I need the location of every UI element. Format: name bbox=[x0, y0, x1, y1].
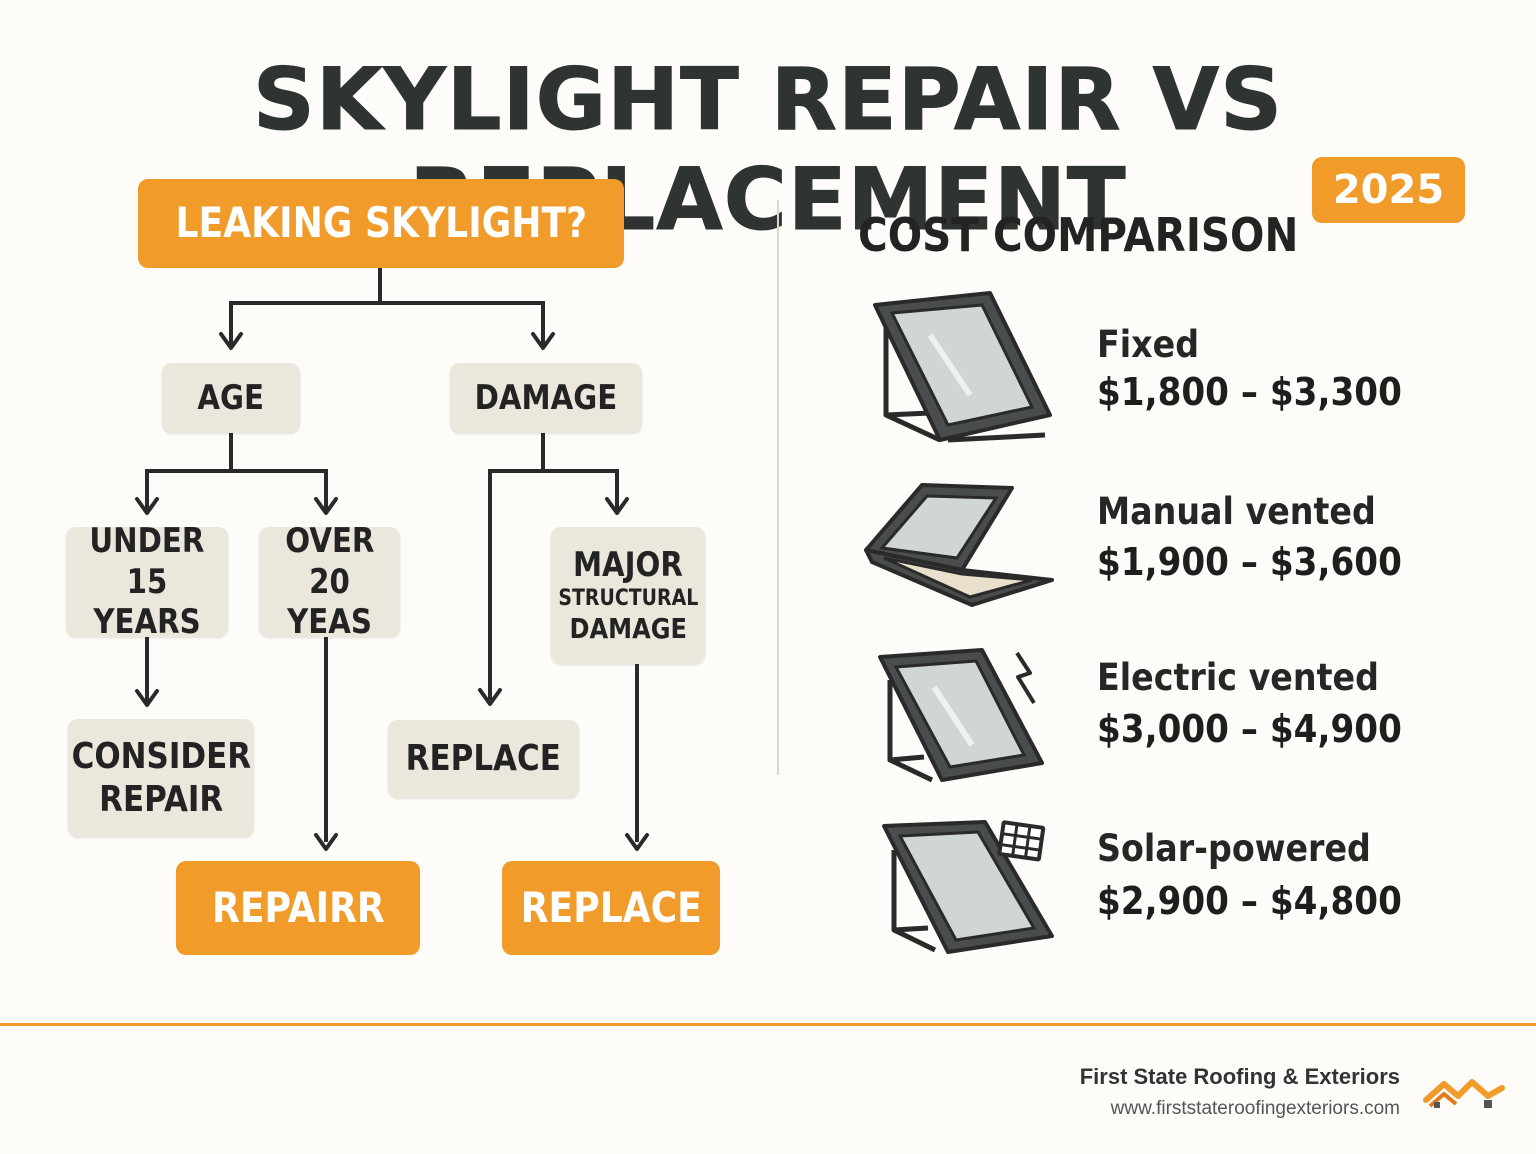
footer-divider bbox=[0, 1023, 1536, 1026]
consider-repair-box: CONSIDER REPAIR bbox=[68, 719, 254, 837]
manual-vented-skylight-icon bbox=[864, 483, 1054, 607]
replace-outcome-box: REPLACE bbox=[502, 861, 720, 955]
damage-box: DAMAGE bbox=[450, 363, 642, 433]
electric-vented-name: Electric vented bbox=[1097, 656, 1379, 699]
replace-outcome-label: REPLACE bbox=[520, 882, 702, 932]
consider-label-line1: CONSIDER bbox=[71, 735, 251, 777]
over-20-years-box: OVER 20 YEAS bbox=[259, 521, 400, 642]
electric-vented-price: $3,000 – $4,900 bbox=[1097, 707, 1402, 751]
solar-powered-price: $2,900 – $4,800 bbox=[1097, 879, 1402, 923]
company-website: www.firststateroofingexteriors.com bbox=[1110, 1098, 1400, 1119]
consider-label-line2: REPAIR bbox=[98, 779, 224, 820]
major-label-line2: STRUCTURAL bbox=[558, 585, 698, 611]
major-structural-damage-box: MAJOR STRUCTURAL DAMAGE bbox=[551, 527, 705, 664]
under-label-line2: 15 YEARS bbox=[93, 561, 201, 643]
electric-vented-skylight-icon bbox=[878, 648, 1044, 783]
company-logo-icon bbox=[1423, 1079, 1505, 1108]
under-15-years-box: UNDER 15 YEARS bbox=[66, 521, 228, 642]
over-label-line2: 20 YEAS bbox=[287, 561, 372, 643]
company-name: First State Roofing & Exteriors bbox=[1079, 1064, 1400, 1089]
solar-powered-name: Solar-powered bbox=[1097, 827, 1371, 870]
major-label-line3: DAMAGE bbox=[569, 612, 687, 646]
major-label-line1: MAJOR bbox=[572, 545, 683, 586]
section-divider bbox=[777, 200, 779, 775]
repair-outcome-box: REPAIRR bbox=[176, 861, 420, 955]
page-title: SKYLIGHT REPAIR VS REPLACEMENT bbox=[252, 50, 1284, 251]
over-label-line1: OVER bbox=[284, 520, 375, 561]
age-label: AGE bbox=[197, 377, 265, 418]
root-question-label: LEAKING SKYLIGHT? bbox=[175, 198, 587, 248]
under-label-line1: UNDER bbox=[89, 520, 205, 561]
year-badge: 2025 bbox=[1312, 157, 1465, 223]
manual-vented-name: Manual vented bbox=[1097, 490, 1376, 533]
damage-label: DAMAGE bbox=[474, 377, 618, 418]
replace-mid-label: REPLACE bbox=[405, 738, 562, 780]
root-question-box: LEAKING SKYLIGHT? bbox=[138, 179, 624, 268]
cost-comparison-heading: COST COMPARISON bbox=[858, 208, 1299, 262]
solar-powered-skylight-icon bbox=[882, 820, 1054, 954]
replace-mid-box: REPLACE bbox=[388, 720, 579, 798]
repair-outcome-label: REPAIRR bbox=[211, 882, 385, 932]
fixed-skylight-icon bbox=[873, 291, 1052, 443]
fixed-price: $1,800 – $3,300 bbox=[1097, 370, 1402, 414]
age-box: AGE bbox=[162, 363, 300, 433]
manual-vented-price: $1,900 – $3,600 bbox=[1097, 540, 1402, 584]
fixed-name: Fixed bbox=[1097, 323, 1200, 366]
